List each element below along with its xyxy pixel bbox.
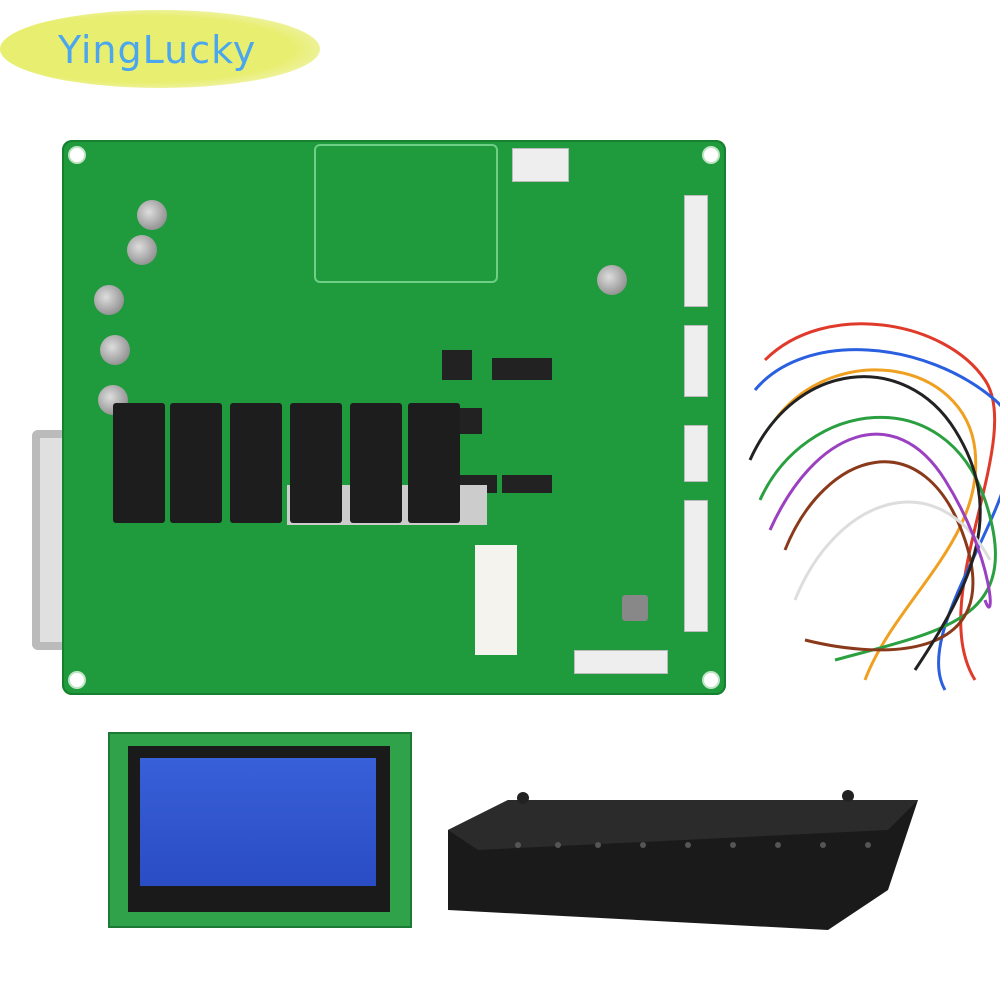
capacitor: [127, 235, 157, 265]
mount-hole: [68, 671, 86, 689]
relay: [408, 403, 460, 523]
pin-header: [684, 500, 708, 632]
relay: [113, 403, 165, 523]
capacitor: [100, 335, 130, 365]
microcontroller-chip: [442, 350, 472, 380]
capacitor: [137, 200, 167, 230]
relay: [290, 403, 342, 523]
relay: [350, 403, 402, 523]
capacitor: [597, 265, 627, 295]
pin-header: [512, 148, 569, 182]
pin-header: [684, 425, 708, 482]
board-label-sticker: [475, 545, 517, 655]
brand-logo-text: YingLucky: [58, 28, 257, 72]
lcd-bezel: [128, 746, 390, 912]
ic-chip: [502, 475, 552, 493]
wire-harness: [748, 322, 1000, 691]
mount-hole: [68, 146, 86, 164]
relay: [230, 403, 282, 523]
mount-hole: [702, 671, 720, 689]
pin-header: [574, 650, 668, 674]
relay: [170, 403, 222, 523]
ic-chip: [492, 358, 552, 380]
pin-header: [684, 195, 708, 307]
lcd-module: [108, 732, 412, 928]
push-button: [622, 595, 648, 621]
capacitor: [94, 285, 124, 315]
pin-header: [684, 325, 708, 397]
lcd-screen: [140, 758, 376, 886]
mount-hole: [702, 146, 720, 164]
module-outline: [314, 144, 498, 283]
black-plastic-bracket: [448, 790, 918, 930]
brand-logo: [0, 10, 320, 88]
